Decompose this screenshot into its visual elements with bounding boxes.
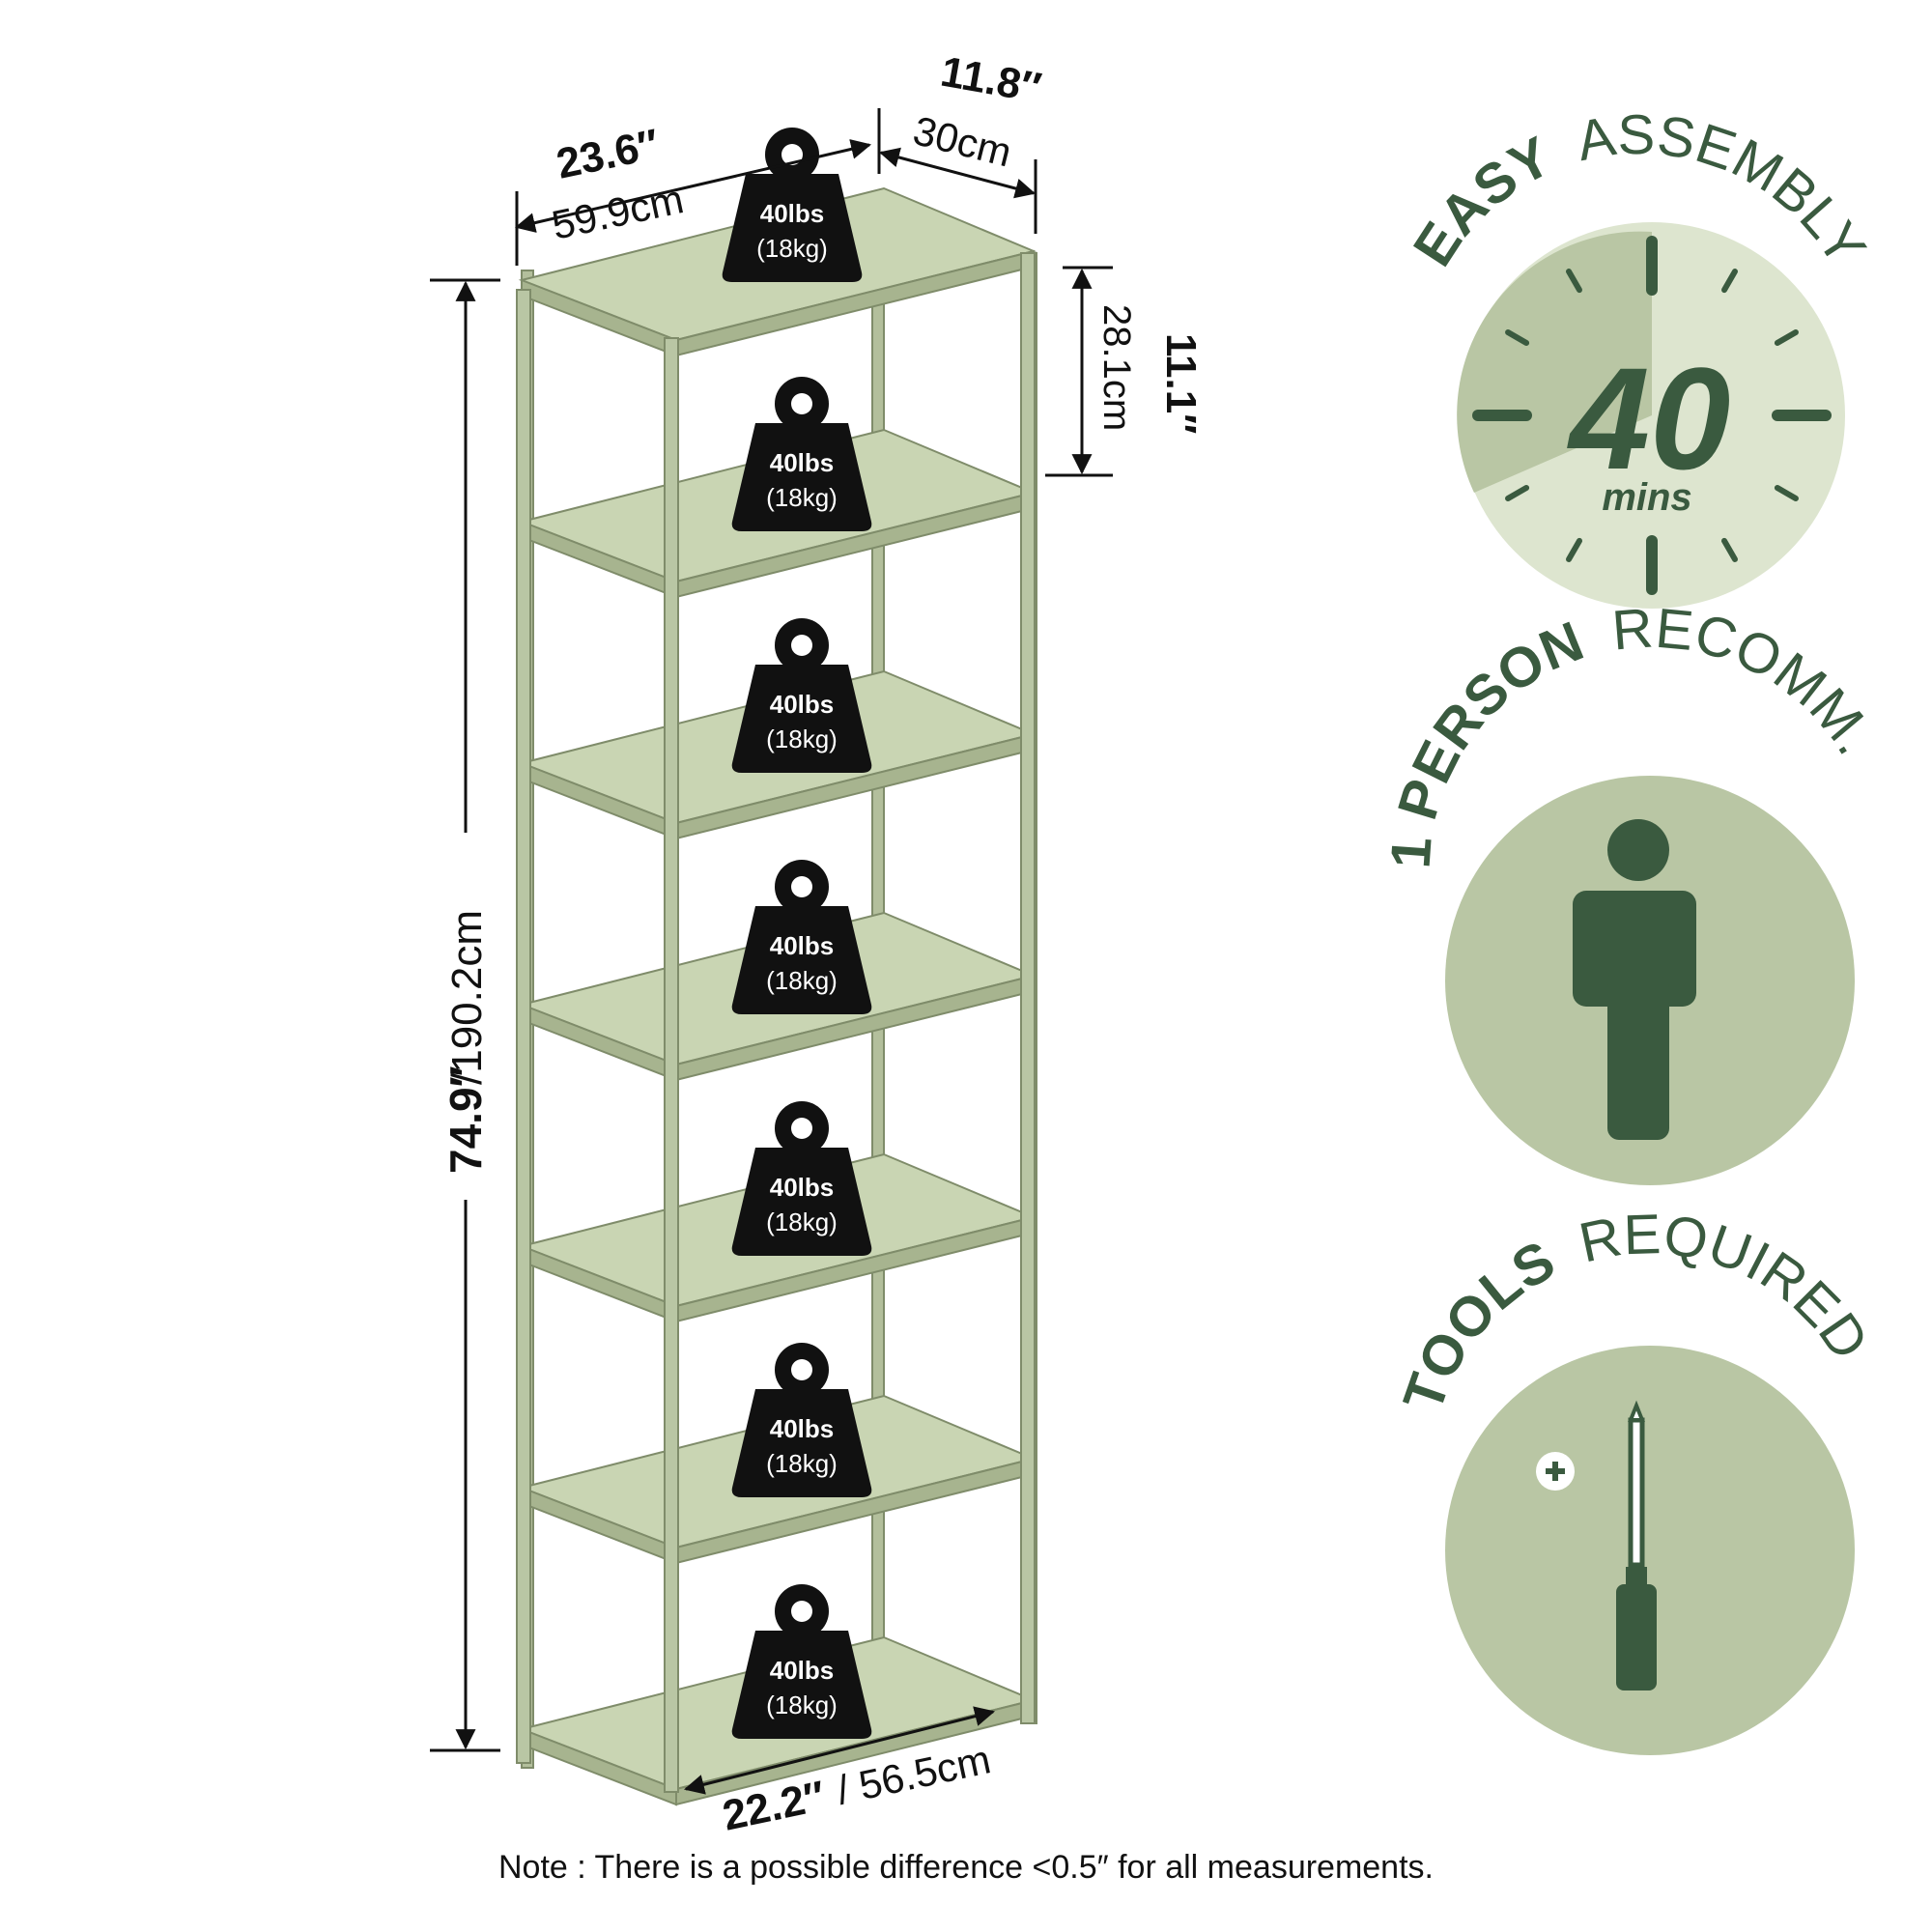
plus-icon <box>1536 1452 1575 1491</box>
assembly-bold-label: EASY <box>1402 125 1561 276</box>
weight-icon-5: 40lbs (18kg) <box>731 1101 872 1256</box>
width-arrow <box>514 139 872 233</box>
tools-regular-label: REQUIRED <box>1574 1203 1881 1371</box>
front-center-post <box>664 337 679 1793</box>
depth-arrow <box>878 147 1037 199</box>
weight-lbs-label: 40lbs <box>760 199 825 228</box>
weight-lbs-label: 40lbs <box>770 931 835 960</box>
weight-icon-7: 40lbs (18kg) <box>731 1584 872 1739</box>
clock-tick <box>1721 537 1738 562</box>
width-inches-label: 23.6″ <box>553 121 664 188</box>
assembly-time-unit: mins <box>1602 476 1691 519</box>
weight-icon-6: 40lbs (18kg) <box>731 1343 872 1497</box>
shelves-group <box>518 186 1037 1806</box>
tools-circle <box>1445 1346 1855 1755</box>
depth-inches-label: 11.8″ <box>937 48 1044 112</box>
weights-group: 40lbs (18kg) 40lbs (18kg) 40lbs (18kg) 40lbs (1… <box>722 128 872 1739</box>
width-cm-label: 59.9cm <box>548 176 687 248</box>
person-badge: 1 PERSON RECOMM. <box>1379 596 1887 1185</box>
weight-kg-label: (18kg) <box>766 1208 838 1236</box>
clock-tick <box>1774 485 1799 501</box>
clock-ticks <box>1472 236 1832 595</box>
clock-tick <box>1566 537 1582 562</box>
weight-icon-2: 40lbs (18kg) <box>731 377 872 531</box>
weight-lbs-label: 40lbs <box>770 690 835 719</box>
weight-lbs-label: 40lbs <box>770 448 835 477</box>
easy-assembly-badge: EASY ASSEMBLY 40 mins <box>1402 103 1878 609</box>
weight-kg-label: (18kg) <box>766 483 838 512</box>
shelf-gap-cm-label: 28.1cm <box>1095 304 1138 431</box>
height-inches-label: 74.9″ <box>440 1065 491 1174</box>
tools-badge: TOOLS REQUIRED <box>1391 1203 1881 1755</box>
front-left-post <box>516 289 531 1764</box>
weight-icon-4: 40lbs (18kg) <box>731 860 872 1014</box>
clock-tick <box>1505 485 1530 501</box>
weight-lbs-label: 40lbs <box>770 1656 835 1685</box>
assembly-time-value: 40 <box>1567 337 1731 499</box>
front-right-post <box>1020 252 1036 1724</box>
inner-width-arrow <box>683 1706 996 1795</box>
weight-kg-label: (18kg) <box>766 966 838 995</box>
weight-kg-label: (18kg) <box>756 234 828 263</box>
screwdriver-icon <box>1616 1400 1657 1690</box>
clock-tick <box>1721 269 1738 294</box>
weight-icon-3: 40lbs (18kg) <box>731 618 872 773</box>
clock-tick <box>1774 329 1799 346</box>
clock-tick <box>1505 329 1530 346</box>
clock-elapsed-wedge <box>1457 231 1652 494</box>
weight-kg-label: (18kg) <box>766 724 838 753</box>
height-cm-label: /190.2cm <box>443 910 491 1085</box>
shelf-gap-inches-label: 11.1″ <box>1157 333 1205 434</box>
person-regular-label: RECOMM. <box>1609 596 1887 765</box>
weight-kg-label: (18kg) <box>766 1690 838 1719</box>
weight-kg-label: (18kg) <box>766 1449 838 1478</box>
measurement-note: Note : There is a possible difference <0… <box>497 1849 1434 1886</box>
clock-tick <box>1566 269 1582 294</box>
weight-lbs-label: 40lbs <box>770 1414 835 1443</box>
bookshelf-illustration: 40lbs (18kg) 40lbs (18kg) 40lbs (18kg) 40lbs (1… <box>516 128 1037 1806</box>
person-icon <box>1573 819 1696 1140</box>
weight-lbs-label: 40lbs <box>770 1173 835 1202</box>
